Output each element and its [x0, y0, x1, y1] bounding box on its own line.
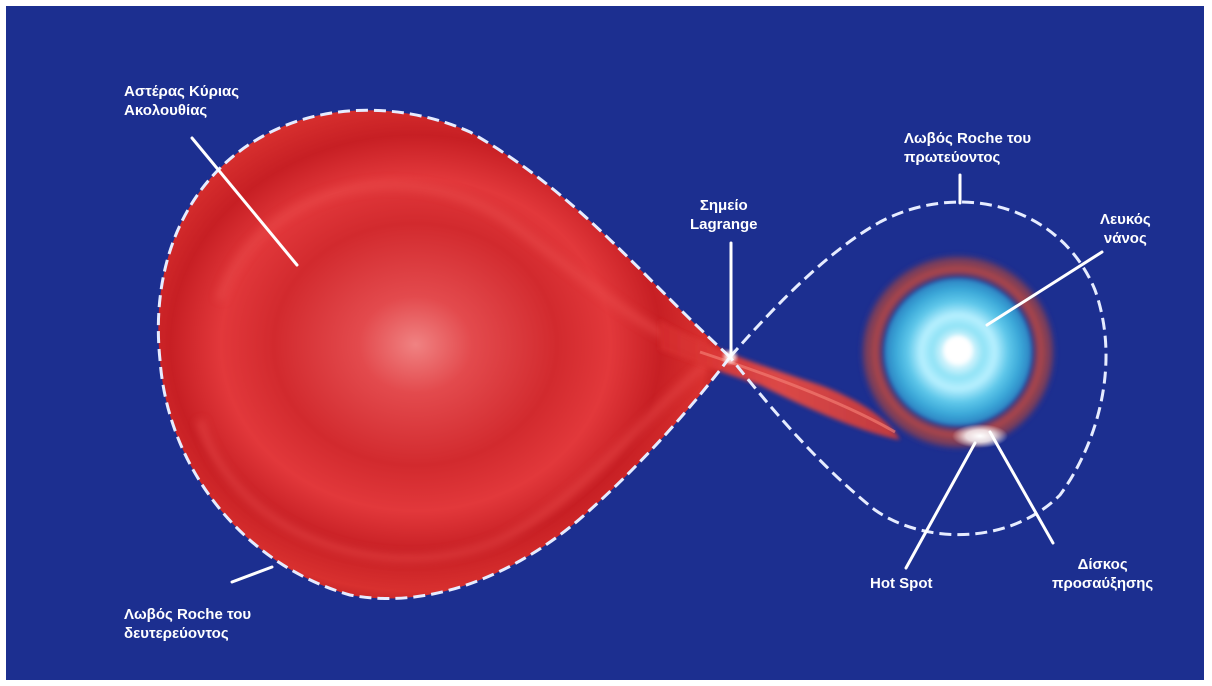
white-dwarf-core — [944, 336, 972, 364]
label-line: Λευκός — [1100, 210, 1151, 229]
label-white-dwarf: Λευκός νάνος — [1100, 210, 1151, 248]
label-line: Lagrange — [690, 215, 758, 234]
label-lagrange-point: Σημείο Lagrange — [690, 196, 758, 234]
label-line: Αστέρας Κύριας — [124, 82, 239, 101]
label-line: Ακολουθίας — [124, 101, 239, 120]
label-line: Λωβός Roche του — [124, 605, 251, 624]
label-line: Σημείο — [690, 196, 758, 215]
label-primary-roche-lobe: Λωβός Roche του πρωτεύοντος — [904, 129, 1031, 167]
label-line: δευτερεύοντος — [124, 624, 251, 643]
label-line: Λωβός Roche του — [904, 129, 1031, 148]
label-line: πρωτεύοντος — [904, 148, 1031, 167]
label-secondary-roche-lobe: Λωβός Roche του δευτερεύοντος — [124, 605, 251, 643]
label-line: Hot Spot — [870, 574, 932, 593]
label-accretion-disk: Δίσκος προσαύξησης — [1052, 555, 1153, 593]
hot-spot — [952, 424, 1008, 448]
label-line: Δίσκος — [1052, 555, 1153, 574]
label-hot-spot: Hot Spot — [870, 574, 932, 593]
label-line: προσαύξησης — [1052, 574, 1153, 593]
label-main-sequence-star: Αστέρας Κύριας Ακολουθίας — [124, 82, 239, 120]
label-line: νάνος — [1100, 229, 1151, 248]
